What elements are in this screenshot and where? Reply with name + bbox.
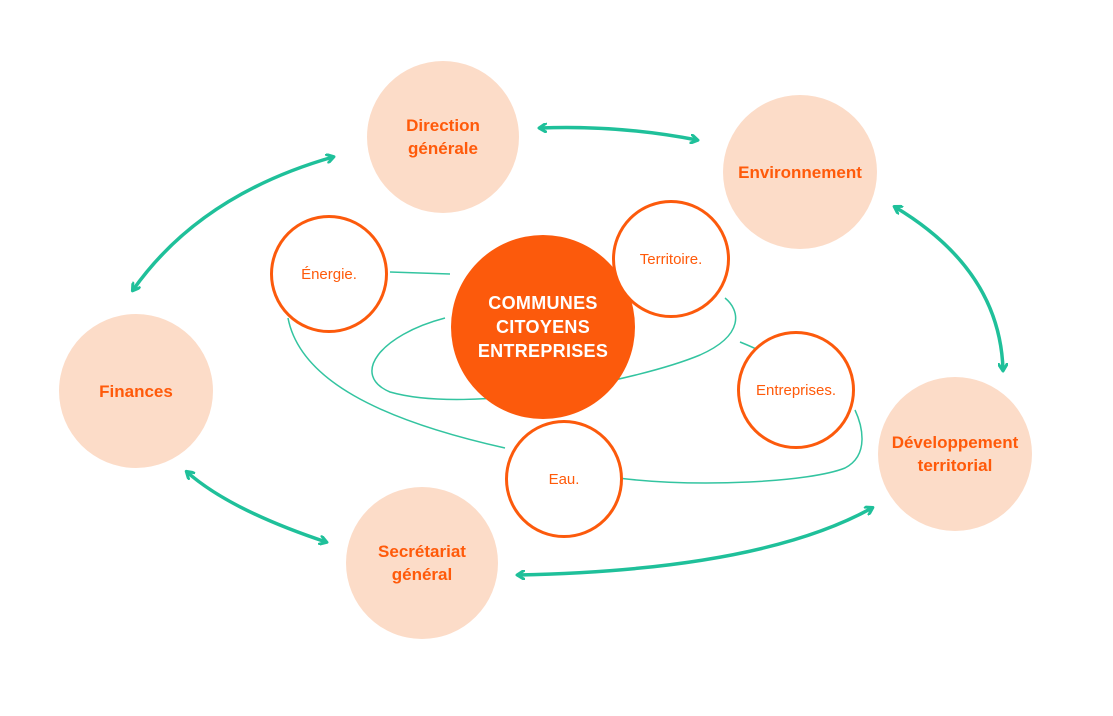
topic-eau: Eau. xyxy=(505,420,623,538)
arrow-direction-environnement xyxy=(540,128,697,141)
arrow-developpement-secretariat xyxy=(518,508,872,575)
center-label: COMMUNES CITOYENS ENTREPRISES xyxy=(477,293,609,361)
department-developpement-territorial: Développement territorial xyxy=(878,377,1032,531)
topic-territoire: Territoire. xyxy=(612,200,730,318)
department-environnement: Environnement xyxy=(723,95,877,249)
department-label: Environnement xyxy=(738,162,862,182)
department-label: Développement territorial xyxy=(891,433,1019,475)
department-direction-generale: Direction générale xyxy=(367,61,519,213)
department-label: Finances xyxy=(99,381,173,401)
topic-label: Territoire. xyxy=(639,250,703,268)
topic-label: Entreprises. xyxy=(755,381,837,399)
department-finances: Finances xyxy=(59,314,213,468)
arrow-finances-direction xyxy=(133,157,333,290)
orbit-link-energie xyxy=(389,271,451,275)
topic-entreprises: Entreprises. xyxy=(737,331,855,449)
department-secretariat-general: Secrétariat général xyxy=(346,487,498,639)
arrow-secretariat-finances xyxy=(187,472,326,542)
department-label: Secrétariat général xyxy=(378,542,466,584)
topic-label: Eau. xyxy=(548,470,580,488)
arrow-environnement-developpement xyxy=(895,207,1003,370)
department-label: Direction générale xyxy=(406,116,480,158)
topic-label: Énergie. xyxy=(301,265,357,283)
topic-energie: Énergie. xyxy=(270,215,388,333)
center-circle: COMMUNES CITOYENS ENTREPRISES xyxy=(451,235,635,419)
